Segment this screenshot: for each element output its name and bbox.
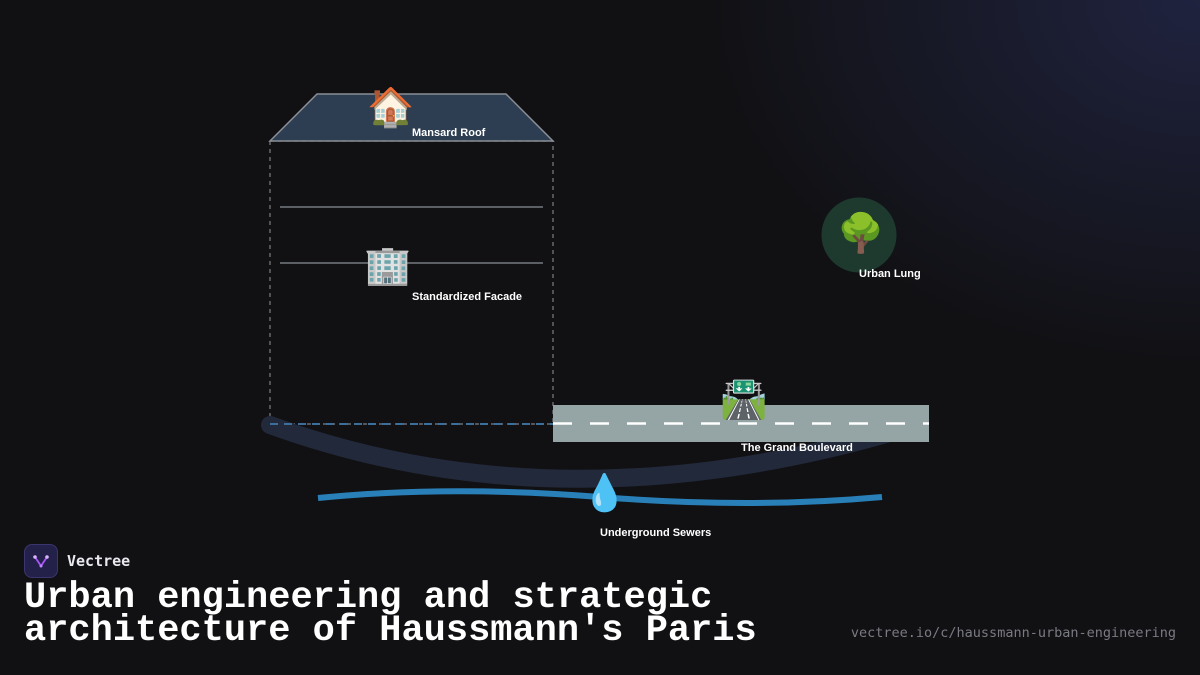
mansard-roof [268,93,555,142]
facade-label: Standardized Facade [412,291,523,303]
tree-label: Urban Lung [859,268,921,280]
sewer-pipe [317,488,883,506]
ground-curve [261,416,909,488]
page-title: Urban engineering and strategic architec… [24,577,757,652]
brand[interactable]: Vectree [24,544,130,578]
roof-label: Mansard Roof [412,127,486,139]
motorway-icon: 🛣️ [720,379,768,421]
tree-circle [821,197,897,273]
office-building-icon: 🏢 [364,245,412,287]
house-icon: 🏠 [367,87,415,129]
brand-name: Vectree [67,552,131,570]
vectree-logo-icon [24,544,58,578]
source-url[interactable]: vectree.io/c/haussmann-urban-engineering [850,625,1176,641]
tree-icon: 🌳 [837,213,885,255]
building-outline [269,140,554,425]
sewers-label: Underground Sewers [600,527,712,539]
boulevard-label: The Grand Boulevard [741,442,853,454]
droplet-icon: 💧 [582,472,627,513]
